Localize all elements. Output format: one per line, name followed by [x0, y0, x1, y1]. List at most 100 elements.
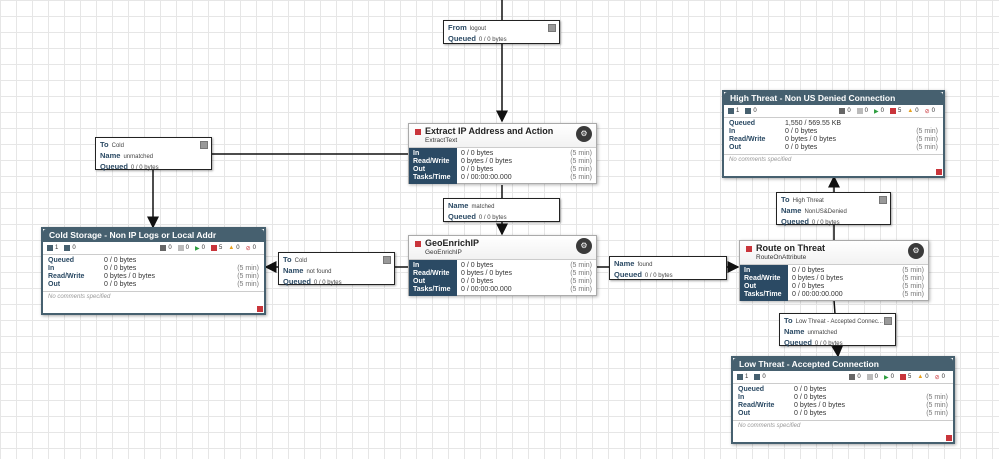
- count: 1: [55, 245, 59, 251]
- stat-label: Queued: [729, 120, 756, 127]
- stat-value: 0 / 0 bytes: [794, 410, 827, 417]
- group-status-bar: 1 0 0 0 ▶0 5 ▲0 ⊘0: [724, 105, 943, 118]
- count: 0: [252, 245, 256, 251]
- connection-value: High Threat: [792, 198, 824, 204]
- connection-settings-icon[interactable]: [383, 256, 391, 264]
- transmitting-icon: [160, 245, 167, 251]
- processor-name: GeoEnrichIP: [425, 238, 480, 248]
- stat-value: 0 / 0 bytes: [794, 394, 827, 401]
- processor-type: RouteOnAttribute: [756, 254, 807, 261]
- connection-label: To: [784, 316, 793, 325]
- nifi-processor-icon: ⚙: [576, 126, 592, 142]
- stat-label: Out: [413, 166, 426, 173]
- count: 5: [897, 108, 902, 114]
- stat-window: (5 min): [570, 158, 592, 165]
- processor-stats: In Read/Write Out Tasks/Time 0 / 0 bytes…: [409, 260, 596, 296]
- count: 0: [72, 245, 76, 251]
- processor-type: GeoEnrichIP: [425, 249, 462, 256]
- processor-geoenrichip[interactable]: GeoEnrichIP GeoEnrichIP ⚙ In Read/Write …: [408, 235, 597, 296]
- connection-settings-icon[interactable]: [548, 24, 556, 32]
- stop-icon: [889, 108, 896, 114]
- stat-label: Tasks/Time: [413, 286, 451, 293]
- process-group-low-threat[interactable]: Low Threat - Accepted Connection 1 0 0 0…: [731, 356, 955, 444]
- connection-value: logout: [469, 26, 487, 32]
- group-comments: No comments specified: [724, 154, 943, 165]
- input-port-icon: [737, 374, 743, 380]
- stat-value: 0 / 0 bytes: [792, 267, 825, 274]
- stat-window: (5 min): [926, 402, 948, 409]
- stat-label: In: [729, 128, 736, 135]
- connection-value: Low Threat - Accepted Connec...: [795, 319, 883, 325]
- stat-value: 0 / 0 bytes: [104, 257, 137, 264]
- stat-value: 0 / 0 bytes: [785, 144, 818, 151]
- connection-value: 0 / 0 bytes: [814, 341, 843, 347]
- stat-label: Out: [729, 144, 742, 151]
- stat-label: Tasks/Time: [744, 291, 782, 298]
- connection-settings-icon[interactable]: [884, 317, 892, 325]
- stat-value: 0 bytes / 0 bytes: [461, 270, 512, 277]
- warning-icon: ▲: [907, 108, 914, 114]
- stat-window: (5 min): [916, 136, 938, 143]
- not-transmitting-icon: [866, 374, 873, 380]
- connection-value: 0 / 0 bytes: [811, 220, 840, 226]
- connection-settings-icon[interactable]: [200, 141, 208, 149]
- stat-value: 0 / 0 bytes: [794, 386, 827, 393]
- not-transmitting-icon: [177, 245, 184, 251]
- connection-label: To: [100, 140, 109, 149]
- connection-label: To: [283, 255, 292, 264]
- connection-label: Queued: [784, 338, 812, 347]
- count: 0: [890, 374, 894, 380]
- stat-value: 0 / 0 bytes: [461, 150, 494, 157]
- count: 0: [915, 108, 919, 114]
- connection-label: Queued: [614, 270, 642, 279]
- transmitting-icon: [849, 374, 856, 380]
- stat-window: (5 min): [570, 150, 592, 157]
- stat-window: (5 min): [570, 270, 592, 277]
- count: 0: [925, 374, 929, 380]
- stat-window: (5 min): [570, 174, 592, 181]
- connection-value: unmatched: [123, 154, 154, 160]
- processor-header: Extract IP Address and Action ExtractTex…: [409, 124, 596, 148]
- processor-stats: In Read/Write Out Tasks/Time 0 / 0 bytes…: [740, 265, 928, 301]
- status-indicator: [936, 169, 942, 175]
- count: 0: [857, 374, 861, 380]
- stat-value: 0 / 0 bytes: [461, 278, 494, 285]
- group-comments: No comments specified: [733, 420, 953, 431]
- process-group-cold-storage[interactable]: Cold Storage - Non IP Logs or Local Addr…: [41, 227, 266, 315]
- count: 0: [880, 108, 884, 114]
- stat-label: Read/Write: [413, 158, 450, 165]
- transmitting-icon: [839, 108, 846, 114]
- processor-stats: In Read/Write Out Tasks/Time 0 / 0 bytes…: [409, 148, 596, 184]
- play-icon: ▶: [884, 374, 889, 381]
- stat-label: In: [413, 262, 420, 269]
- stat-window: (5 min): [926, 410, 948, 417]
- processor-header: GeoEnrichIP GeoEnrichIP ⚙: [409, 236, 596, 260]
- processor-extract-ip[interactable]: Extract IP Address and Action ExtractTex…: [408, 123, 597, 184]
- connection-value: 0 / 0 bytes: [644, 273, 673, 279]
- process-group-high-threat[interactable]: High Threat - Non US Denied Connection 1…: [722, 90, 945, 178]
- stat-label: In: [48, 265, 55, 272]
- stat-label: Out: [738, 410, 751, 417]
- connection-settings-icon[interactable]: [879, 196, 887, 204]
- group-title: Cold Storage - Non IP Logs or Local Addr: [43, 229, 264, 242]
- stat-value: 0 bytes / 0 bytes: [794, 402, 845, 409]
- stop-icon: [415, 241, 421, 247]
- stat-label: Queued: [48, 257, 75, 264]
- disabled-icon: ⊘: [924, 108, 930, 115]
- connection-label: From: [448, 23, 467, 32]
- connection-value: NonUS&Denied: [804, 209, 847, 215]
- stop-icon: [899, 374, 906, 380]
- connection-label: Name: [614, 259, 635, 268]
- group-title: Low Threat - Accepted Connection: [733, 358, 953, 371]
- count: 0: [201, 245, 205, 251]
- processor-route-on-threat[interactable]: Route on Threat RouteOnAttribute ⚙ In Re…: [739, 240, 929, 301]
